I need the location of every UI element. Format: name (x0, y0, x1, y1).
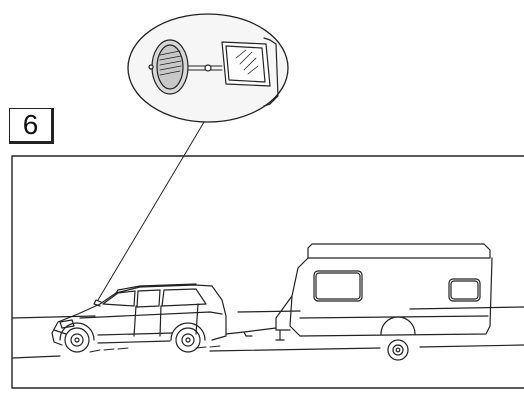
motion-lines (90, 346, 220, 352)
callout-leader (98, 112, 210, 300)
caravan-wheel (388, 340, 408, 360)
tow-hitch (226, 328, 276, 336)
mirror-detail-callout (128, 14, 288, 122)
scene-frame (12, 156, 524, 388)
car-body (52, 284, 226, 345)
step-number: 6 (23, 111, 39, 139)
step-number-box: 6 (9, 108, 54, 144)
jockey-wheel (276, 330, 284, 340)
road-near-edge (12, 345, 524, 358)
car-front-wheel (60, 323, 94, 352)
caravan-body (276, 244, 492, 336)
